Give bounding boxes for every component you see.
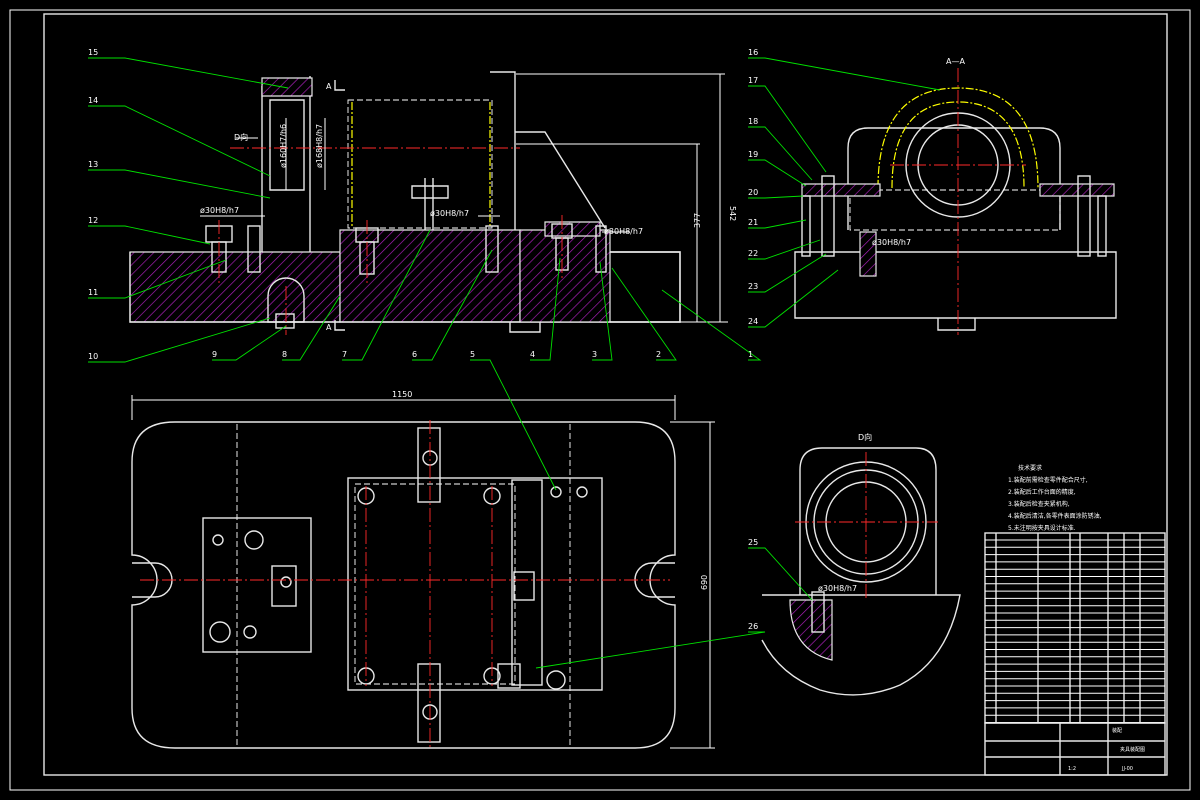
parts-list-table	[984, 532, 1166, 724]
note-line-3: 3.装配后检查夹紧机构,	[1008, 500, 1070, 508]
balloon-14: 14	[88, 96, 98, 105]
height-377-label: 377	[693, 213, 702, 228]
dia-outer-label: ø168H8/h7	[315, 124, 324, 168]
balloon-1: 1	[748, 350, 753, 359]
title-block: 夹具装配图 JJ-00 1:2 装配	[984, 722, 1166, 776]
title-scale: 1:2	[1068, 766, 1076, 772]
notes-title: 技术要求	[1018, 464, 1042, 472]
balloon-22: 22	[748, 249, 758, 258]
leader-lines	[88, 57, 941, 669]
balloon-3: 3	[592, 350, 597, 359]
top-view	[131, 395, 715, 749]
note-line-2: 2.装配后工作台面的精度,	[1008, 488, 1076, 496]
balloon-2: 2	[656, 350, 661, 359]
fit-label-e: ø30H8/h7	[818, 584, 857, 593]
technical-notes: 技术要求 1.装配前需检查零件配合尺寸, 2.装配后工作台面的精度, 3.装配后…	[1008, 464, 1102, 532]
note-line-4: 4.装配后清洁,各零件表面涂防锈油,	[1008, 512, 1102, 520]
fit-label-d: ø30H8/h7	[872, 238, 911, 247]
d-view	[761, 447, 961, 696]
fit-label-c: ø30H8/h7	[604, 227, 643, 236]
balloon-8: 8	[282, 350, 287, 359]
balloon-15: 15	[88, 48, 98, 57]
dimension-texts: ø30H8/h7 ø30H8/h7 ø30H8/h7 ø30H8/h7 ø30H…	[200, 57, 965, 593]
cut-mark-bottom: A	[326, 323, 332, 332]
height-690-label: 690	[700, 575, 709, 590]
width-1150-label: 1150	[392, 390, 412, 399]
balloon-19: 19	[748, 150, 758, 159]
balloon-25: 25	[748, 538, 758, 547]
balloon-23: 23	[748, 282, 758, 291]
section-view-a	[794, 68, 1117, 335]
note-line-5: 5.未注明按夹具设计标准.	[1008, 524, 1076, 532]
balloon-numbers: 15 14 13 12 11 10 9 8 7 6 5 4 3 2 1 16 1…	[88, 48, 758, 631]
balloon-16: 16	[748, 48, 758, 57]
title-drawing-no: JJ-00	[1121, 766, 1133, 772]
balloon-4: 4	[530, 350, 535, 359]
inner-border	[43, 13, 1168, 776]
title-material: 装配	[1112, 727, 1122, 734]
height-542-label: 542	[728, 206, 737, 221]
balloon-10: 10	[88, 352, 98, 361]
balloon-7: 7	[342, 350, 347, 359]
dia-inner-label: ø160H7/h6	[279, 124, 288, 168]
fit-label-a: ø30H8/h7	[200, 206, 239, 215]
balloon-12: 12	[88, 216, 98, 225]
balloon-13: 13	[88, 160, 98, 169]
cut-mark-top: A	[326, 82, 332, 91]
section-a-title: A—A	[946, 57, 965, 66]
balloon-21: 21	[748, 218, 758, 227]
balloon-20: 20	[748, 188, 758, 197]
note-line-1: 1.装配前需检查零件配合尺寸,	[1008, 476, 1088, 484]
balloon-5: 5	[470, 350, 475, 359]
view-d-title: D向	[858, 432, 872, 442]
balloon-17: 17	[748, 76, 758, 85]
balloon-26: 26	[748, 622, 758, 631]
view-d-arrow-label: D向	[234, 132, 248, 142]
balloon-11: 11	[88, 288, 98, 297]
balloon-18: 18	[748, 117, 758, 126]
balloon-9: 9	[212, 350, 217, 359]
balloon-6a: 6	[412, 350, 417, 359]
front-view	[129, 71, 728, 335]
outer-border	[9, 9, 1191, 791]
title-drawing-name: 夹具装配图	[1120, 746, 1145, 753]
balloon-24: 24	[748, 317, 758, 326]
fit-label-b: ø30H8/h7	[430, 209, 469, 218]
